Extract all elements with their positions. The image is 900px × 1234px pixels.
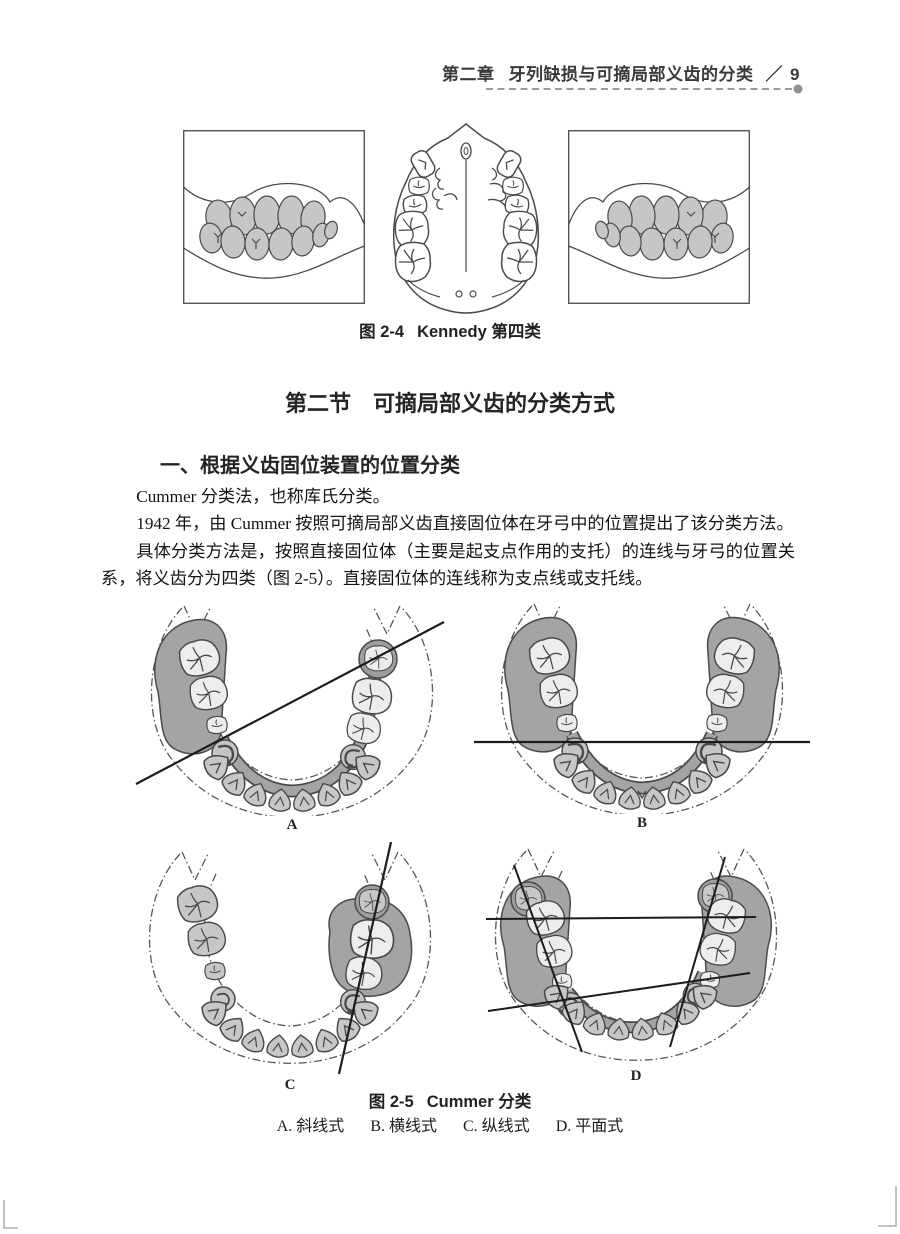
figure-2-5-caption: 图 2-5 Cummer 分类 [0, 1088, 900, 1112]
figure-2-4-panel-left-lateral [183, 130, 365, 304]
subcaption-item: D. 平面式 [555, 1118, 624, 1135]
diagram-label-d: D [630, 1068, 642, 1084]
figure-2-4-panel-occlusal [392, 123, 540, 314]
palatine-fovea [455, 290, 463, 298]
arch-diagram-b: B [472, 600, 812, 832]
subsection-title: 一、根据义齿固位装置的位置分类 [160, 455, 460, 477]
subcaption-item: C. 纵线式 [463, 1118, 530, 1135]
rule-end-dot [793, 84, 803, 94]
natural-teeth-left [174, 882, 227, 980]
figure-2-4-caption-label: 图 2-4 [359, 323, 405, 341]
figure-2-5-subcaption: A. 斜线式 B. 横线式 C. 纵线式 D. 平面式 [0, 1112, 900, 1136]
lingual-bar [567, 731, 717, 793]
section-name: 可摘局部义齿的分类方式 [373, 391, 616, 416]
page-number: 9 [790, 65, 800, 84]
paragraph: 1942 年，由 Cummer 按照可摘局部义齿直接固位体在牙弓中的位置提出了该… [136, 514, 794, 534]
arch-diagram-c: C [120, 842, 460, 1094]
paragraph: Cummer 分类法，也称库氏分类。 [136, 487, 390, 506]
corner-mark-bottom-left [3, 1200, 18, 1229]
diagram-label-a: A [286, 817, 298, 833]
diagram-label-c: C [284, 1077, 296, 1093]
chapter-number: 第二章 [442, 65, 495, 84]
figure-2-5-caption-label: 图 2-5 [368, 1093, 414, 1111]
arch-diagram-d: D [466, 845, 806, 1085]
chapter-title: 牙列缺损与可摘局部义齿的分类 [508, 65, 754, 84]
clasped-molar-right [355, 885, 389, 919]
clasped-molar-right [359, 640, 397, 678]
header-dashed-rule [486, 84, 803, 94]
fulcrum-line-oblique [135, 621, 445, 785]
occlusal-teeth [394, 148, 538, 283]
running-header: 第二章牙列缺损与可摘局部义齿的分类 ／ 9 [442, 60, 800, 85]
fulcrum-lines-plane [485, 856, 757, 1053]
arch-diagram-a: A [122, 602, 462, 834]
section-title: 第二节可摘局部义齿的分类方式 [0, 386, 900, 418]
palatine-fovea [469, 290, 477, 298]
figure-2-4-panel-right-lateral [568, 130, 750, 304]
header-separator: ／ [765, 65, 784, 84]
body-text: Cummer 分类法，也称库氏分类。 1942 年，由 Cummer 按照可摘局… [101, 483, 795, 593]
figure-2-5-caption-text: Cummer 分类 [426, 1093, 532, 1111]
figure-2-4-caption: 图 2-4 Kennedy 第四类 [0, 318, 900, 342]
figure-2-4 [183, 122, 750, 316]
section-label: 第二节 [284, 391, 351, 416]
corner-mark-bottom-right [878, 1186, 897, 1227]
fulcrum-line-longitudinal [337, 842, 393, 1075]
subcaption-item: A. 斜线式 [276, 1118, 345, 1135]
subcaption-item: B. 横线式 [370, 1118, 437, 1135]
figure-2-4-caption-text: Kennedy 第四类 [417, 323, 541, 341]
paragraph: 具体分类方法是，按照直接固位体（主要是起支点作用的支托）的连线与牙弓的位置关系，… [101, 541, 795, 589]
diagram-label-b: B [636, 815, 647, 831]
incisive-papilla [460, 142, 472, 160]
